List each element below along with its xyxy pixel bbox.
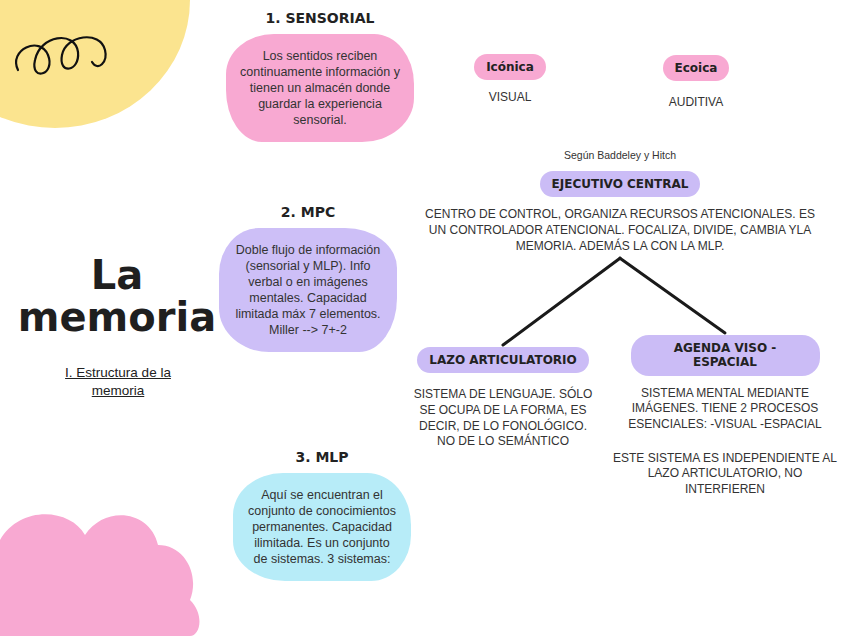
pill-shape: Ecoica xyxy=(663,55,730,81)
description-text: CENTRO DE CONTROL, ORGANIZA RECURSOS ATE… xyxy=(418,207,822,254)
blob-shape: Aquí se encuentran el conjunto de conoci… xyxy=(233,473,411,581)
source-note: Según Baddeley y Hitch xyxy=(520,148,720,162)
memory-store-box: 2. MPC Doble flujo de información (sensor… xyxy=(219,204,397,352)
pill-shape: Icónica xyxy=(474,54,546,80)
box-title: Ecoica xyxy=(675,61,718,75)
scribble xyxy=(16,37,105,73)
section-heading: 2. MPC xyxy=(219,204,397,220)
pink-cloud xyxy=(0,514,199,636)
description-text: AUDITIVA xyxy=(626,95,766,111)
description-text: ESTE SISTEMA ES INDEPENDIENTE AL LAZO AR… xyxy=(612,451,838,498)
description-text: SISTEMA MENTAL MEDIANTE IMÁGENES. TIENE … xyxy=(612,386,838,433)
box-text: Los sentidos reciben continuamente infor… xyxy=(240,48,400,128)
memory-store-box: 1. SENSORIAL Los sentidos reciben continu… xyxy=(226,10,414,142)
connector-line xyxy=(503,258,620,345)
section-heading: 1. SENSORIAL xyxy=(226,10,414,26)
description-text: SISTEMA DE LENGUAJE. SÓLO SE OCUPA DE LA… xyxy=(412,387,594,449)
blob-shape: Los sentidos reciben continuamente infor… xyxy=(226,34,414,142)
subtitle: I. Estructura de la memoria xyxy=(40,364,196,400)
component-box: IcónicaVISUAL xyxy=(440,54,580,106)
box-title: Icónica xyxy=(486,60,534,74)
yellow-blob xyxy=(0,0,190,128)
box-title: EJECUTIVO CENTRAL xyxy=(552,177,689,191)
pill-shape: AGENDA VISO - ESPACIAL xyxy=(631,335,820,376)
description-text: VISUAL xyxy=(440,90,580,106)
component-box: EcoicaAUDITIVA xyxy=(626,55,766,111)
component-box: LAZO ARTICULATORIO SISTEMA DE LENGUAJE. S… xyxy=(412,347,594,450)
section-heading: 3. MLP xyxy=(233,449,411,465)
connector-line xyxy=(620,258,725,333)
pill-shape: LAZO ARTICULATORIO xyxy=(417,347,589,373)
blob-shape: Doble flujo de información (sensorial y … xyxy=(219,228,397,352)
memory-store-box: 3. MLP Aquí se encuentran el conjunto de … xyxy=(233,449,411,581)
box-title: LAZO ARTICULATORIO xyxy=(429,353,577,367)
box-text: Aquí se encuentran el conjunto de conoci… xyxy=(247,487,397,567)
pill-shape: EJECUTIVO CENTRAL xyxy=(540,171,701,197)
box-text: Doble flujo de información (sensorial y … xyxy=(233,242,383,338)
component-box: EJECUTIVO CENTRAL CENTRO DE CONTROL, ORGA… xyxy=(418,171,822,254)
page-title: La memoria xyxy=(14,254,220,338)
component-box: AGENDA VISO - ESPACIAL SISTEMA MENTAL MED… xyxy=(612,335,838,497)
box-title: AGENDA VISO - ESPACIAL xyxy=(643,341,808,370)
